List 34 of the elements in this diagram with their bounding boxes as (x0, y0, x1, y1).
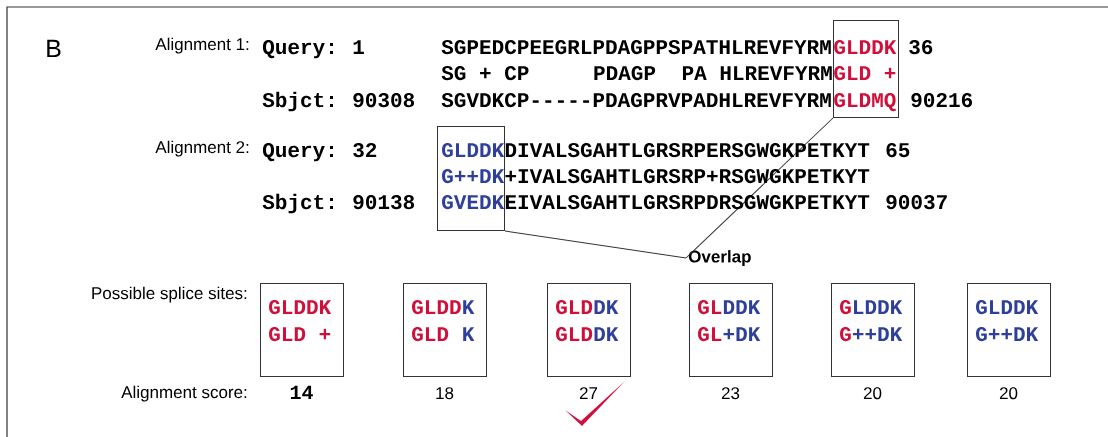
position-number: 90138 (353, 194, 415, 210)
sequence-name: Query: (262, 142, 333, 162)
score-label: 27 (579, 387, 598, 399)
row-label: Alignment 2: (155, 140, 249, 157)
leader-line (504, 230, 687, 259)
position-number: 65 (886, 142, 910, 158)
match-text: SG + CP (441, 65, 529, 81)
score-label: 14 (290, 385, 313, 399)
position-number: 32 (353, 142, 377, 158)
splice-site-box: GLDDK GLD + (260, 283, 344, 377)
sequence-text: DIVALSGAHTLGRSRPERSGWGKPETKYT (505, 142, 870, 158)
match-text: PDAGP (594, 65, 656, 81)
score-label: 23 (721, 387, 740, 400)
splice-site-box: GLDDK G++DK (967, 283, 1051, 377)
sequence-text: SGVDKCP-----PDAGPRVPADHLREVFYRM (441, 92, 831, 108)
highlight-box: GLDDK GLD + GLDMQ (833, 20, 899, 118)
position-number: 1 (353, 40, 364, 54)
splice-site-box: GLDDK GL+DK (689, 283, 773, 377)
leader-line (685, 117, 834, 259)
splice-site-box: GLDDK GLDDK (547, 283, 631, 377)
score-label: 20 (863, 387, 882, 400)
splice-site-box: GLDDK GLD K (403, 283, 487, 377)
row-label: Alignment 1: (155, 37, 249, 54)
score-label: 20 (999, 387, 1018, 400)
position-number: 90308 (353, 92, 415, 108)
sequence-name: Sbjct: (262, 91, 333, 112)
row-label: Alignment score: (121, 385, 247, 402)
position-number: 90037 (886, 194, 947, 210)
splice-site-box: GLDDK G++DK (831, 283, 915, 377)
sequence-name: Sbjct: (262, 193, 333, 214)
score-label: 18 (436, 387, 454, 400)
panel-label: B (47, 39, 61, 57)
overlap-label: Overlap (688, 250, 751, 266)
sequence-name: Query: (262, 39, 333, 59)
